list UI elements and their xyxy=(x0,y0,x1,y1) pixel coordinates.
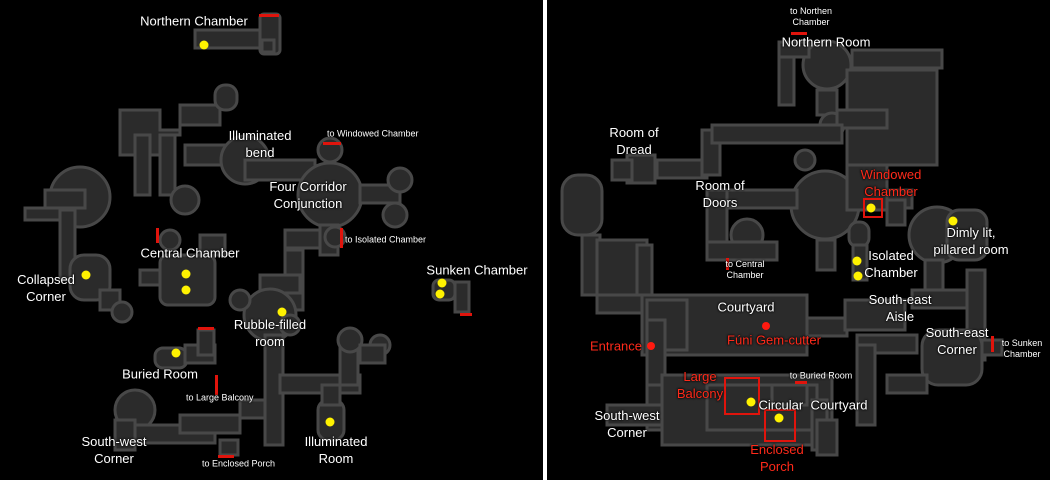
lower-level-map[interactable]: Northern Chamber Illuminated bend to Win… xyxy=(0,0,543,480)
upper-level-floorplan xyxy=(560,39,1004,457)
upper-level-map[interactable]: to Northen Chamber Northern Room Room of… xyxy=(547,0,1050,480)
room-marker[interactable] xyxy=(948,216,958,226)
label-to-buried-room: to Buried Room xyxy=(789,370,853,381)
door-mark xyxy=(340,228,343,248)
label-south-east-aisle: South-east Aisle xyxy=(868,292,932,324)
door-mark xyxy=(259,14,279,17)
room-marker[interactable] xyxy=(199,40,209,50)
label-large-balcony: Large Balcony xyxy=(676,369,724,401)
door-mark xyxy=(726,258,729,270)
room-marker[interactable] xyxy=(866,203,876,213)
label-illuminated-room: Illuminated Room xyxy=(304,434,368,466)
door-mark xyxy=(795,381,807,384)
label-south-west-corner-upper: South-west Corner xyxy=(594,408,660,440)
label-to-large-balcony: to Large Balcony xyxy=(186,392,254,403)
label-rubble-filled-room: Rubble-filled room xyxy=(233,317,307,349)
label-illuminated-bend: Illuminated bend xyxy=(228,128,292,160)
label-room-of-doors: Room of Doors xyxy=(695,178,745,210)
label-to-isolated-chamber: to Isolated Chamber xyxy=(345,234,427,245)
label-south-east-corner: South-east Corner xyxy=(925,325,989,357)
lower-level-floorplan xyxy=(23,12,471,457)
door-mark xyxy=(215,375,218,395)
label-to-windowed-chamber: to Windowed Chamber xyxy=(327,128,419,139)
label-sunken-chamber: Sunken Chamber xyxy=(426,262,528,278)
label-to-northen-chamber: to Northen Chamber xyxy=(789,6,833,27)
label-room-of-dread: Room of Dread xyxy=(609,125,659,157)
door-mark xyxy=(156,228,159,243)
room-marker[interactable] xyxy=(181,285,191,295)
room-marker[interactable] xyxy=(81,270,91,280)
door-mark xyxy=(460,313,472,316)
door-mark xyxy=(198,327,214,330)
funi-gem-cutter-marker[interactable] xyxy=(762,322,770,330)
label-to-central-chamber: to Central Chamber xyxy=(725,259,765,280)
room-marker[interactable] xyxy=(746,397,756,407)
room-marker[interactable] xyxy=(277,307,287,317)
door-mark xyxy=(323,142,341,145)
room-marker[interactable] xyxy=(853,271,863,281)
room-marker[interactable] xyxy=(171,348,181,358)
label-funi-gem-cutter: Fúni Gem-cutter xyxy=(727,332,821,348)
label-to-enclosed-porch: to Enclosed Porch xyxy=(202,458,276,469)
room-marker[interactable] xyxy=(437,278,447,288)
entrance-marker[interactable] xyxy=(647,342,655,350)
room-marker[interactable] xyxy=(325,417,335,427)
label-south-west-corner: South-west Corner xyxy=(81,434,147,466)
label-windowed-chamber: Windowed Chamber xyxy=(860,167,922,199)
room-marker[interactable] xyxy=(852,256,862,266)
room-marker[interactable] xyxy=(181,269,191,279)
door-mark xyxy=(218,455,234,458)
label-courtyard: Courtyard xyxy=(717,299,775,315)
label-enclosed-porch: Enclosed Porch xyxy=(750,442,804,474)
door-mark xyxy=(791,32,807,35)
label-northern-room: Northern Room xyxy=(781,34,871,50)
label-isolated-chamber: Isolated Chamber xyxy=(864,248,918,280)
door-mark xyxy=(991,336,994,352)
label-buried-room: Buried Room xyxy=(122,366,198,382)
label-circular-courtyard: Circular Courtyard xyxy=(758,397,868,413)
windowed-chamber-box xyxy=(863,198,883,218)
large-balcony-box xyxy=(724,377,760,415)
label-central-chamber: Central Chamber xyxy=(140,245,240,261)
label-northern-chamber: Northern Chamber xyxy=(140,13,248,29)
room-marker[interactable] xyxy=(435,289,445,299)
label-collapsed-corner: Collapsed Corner xyxy=(17,272,75,304)
room-marker[interactable] xyxy=(774,413,784,423)
label-to-sunken-chamber: to Sunken Chamber xyxy=(1001,338,1043,359)
label-four-corridor-conjunction: Four Corridor Conjunction xyxy=(269,179,347,211)
label-entrance: Entrance xyxy=(589,338,643,354)
label-dimly-lit-pillared-room: Dimly lit, pillared room xyxy=(933,225,1009,257)
panel-divider xyxy=(543,0,547,480)
enclosed-porch-box xyxy=(764,409,796,442)
